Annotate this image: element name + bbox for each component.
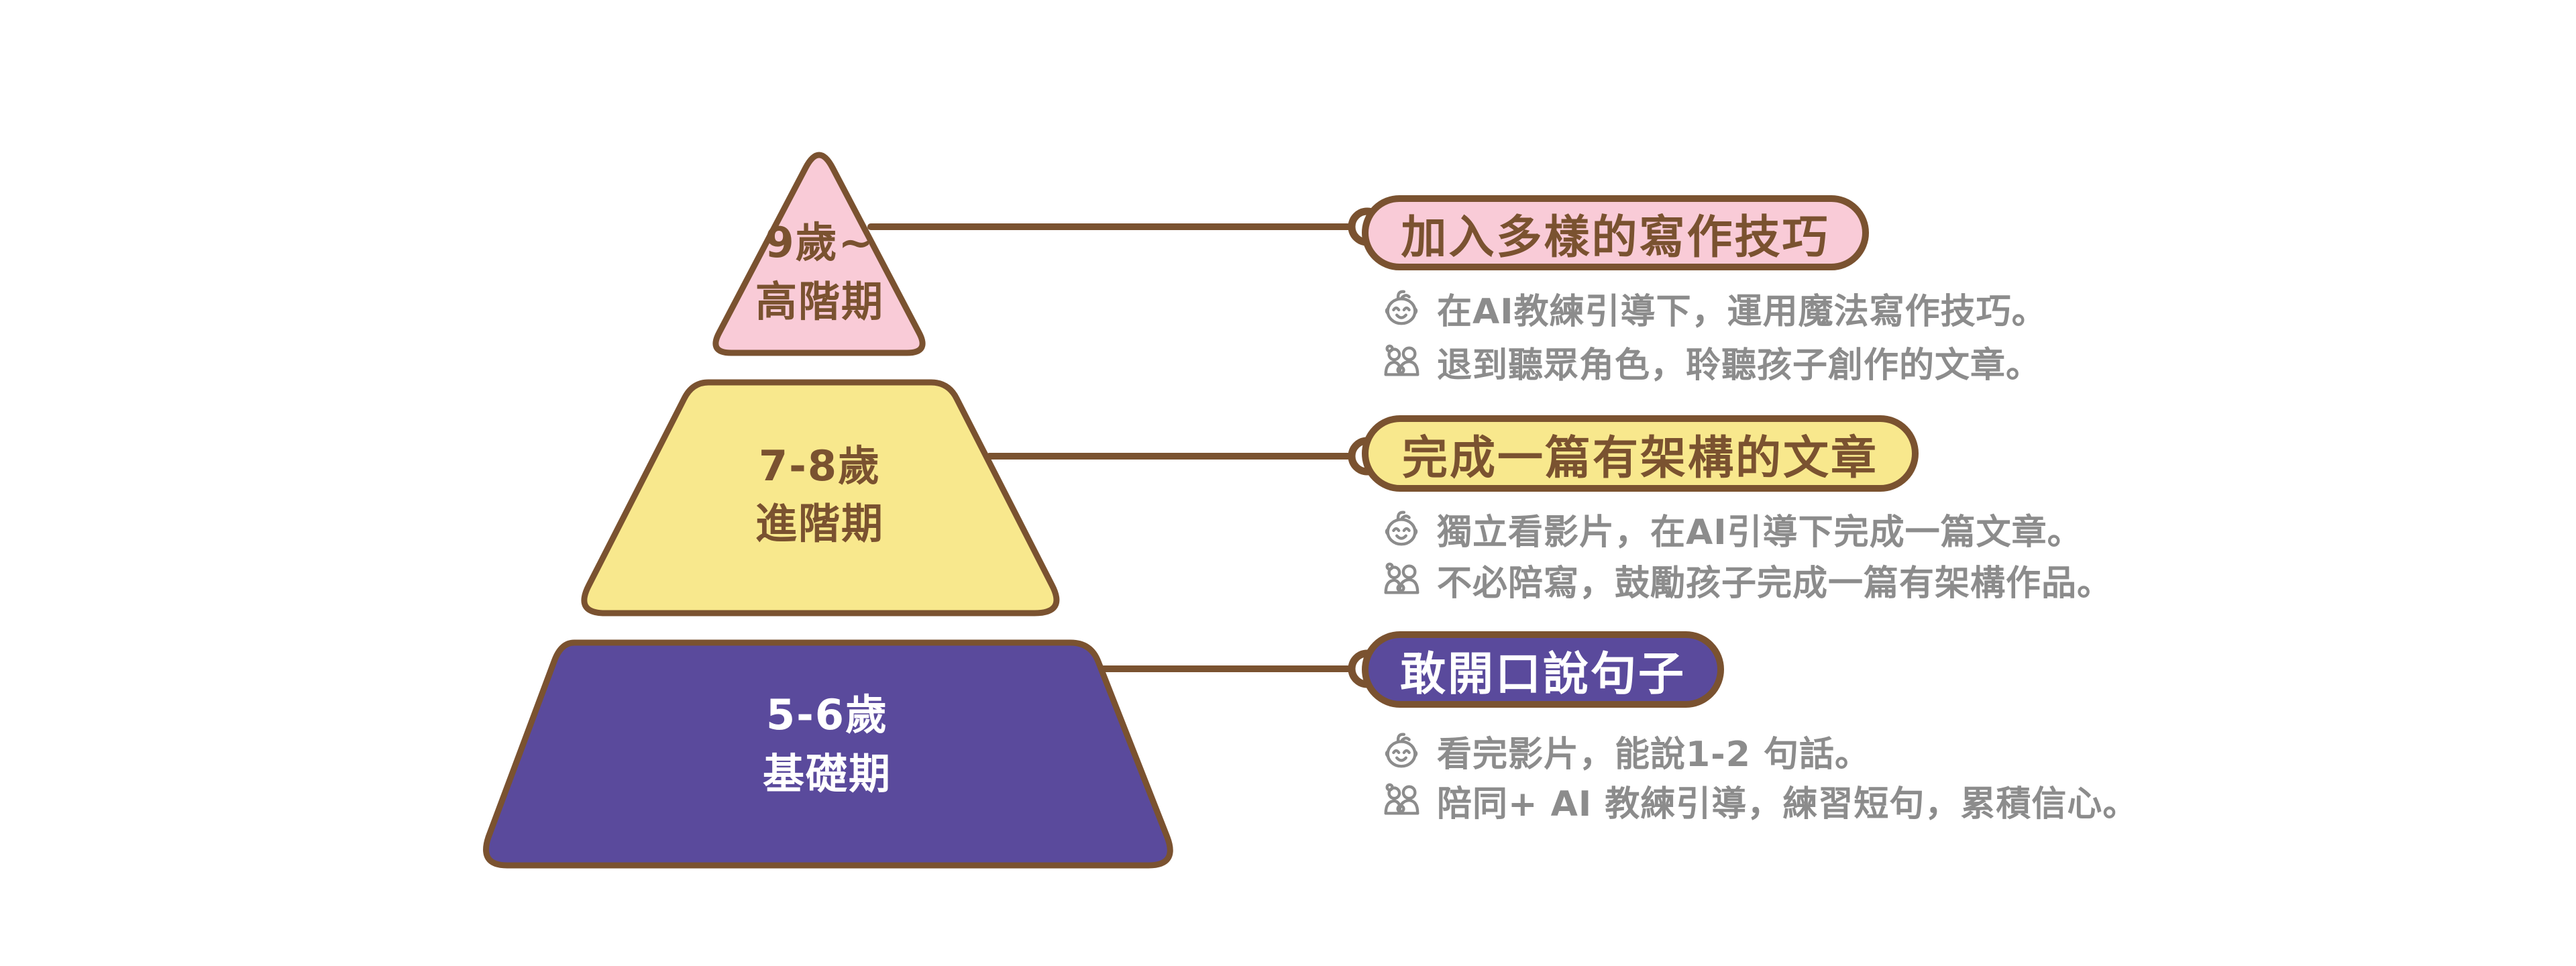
callout-title: 加入多樣的寫作技巧 — [1401, 211, 1830, 264]
child-face-icon — [1381, 287, 1422, 329]
tier-label-foundation: 5-6歲 基礎期 — [693, 686, 961, 804]
tier-age: 5-6歲 — [765, 690, 888, 739]
bullet-row: 獨立看影片，在AI引導下完成一篇文章。 — [1381, 506, 2083, 553]
pyramid-tier-middle-shape — [581, 379, 1060, 616]
tier-stage: 高階期 — [755, 277, 884, 326]
family-icon — [1381, 341, 1422, 382]
child-face-icon — [1381, 508, 1422, 549]
bullet-text: 看完影片，能說1-2 句話。 — [1437, 734, 1871, 775]
bullet-row: 看完影片，能說1-2 句話。 — [1381, 729, 1871, 775]
child-face-icon — [1381, 730, 1422, 771]
bullet-text: 陪同+ AI 教練引導，練習短句，累積信心。 — [1437, 784, 2139, 824]
pyramid-tier-bottom-shape — [483, 639, 1173, 869]
bullet-text: 在AI教練引導下，運用魔法寫作技巧。 — [1437, 291, 2047, 332]
bullet-row: 不必陪寫，鼓勵孩子完成一篇有架構作品。 — [1381, 557, 2113, 604]
callout-title: 敢開口說句子 — [1399, 647, 1686, 701]
callout-pill-writing-skills: 加入多樣的寫作技巧 — [1362, 195, 1869, 270]
bullet-text: 獨立看影片，在AI引導下完成一篇文章。 — [1437, 512, 2083, 553]
callout-title: 完成一篇有架構的文章 — [1401, 431, 1878, 485]
family-icon — [1381, 780, 1422, 821]
pyramid-tier-top-shape — [712, 152, 926, 356]
bullet-row: 陪同+ AI 教練引導，練習短句，累積信心。 — [1381, 778, 2138, 824]
callout-pill-speak-sentences: 敢開口說句子 — [1362, 631, 1724, 708]
family-icon — [1381, 559, 1422, 600]
bullet-row: 在AI教練引導下，運用魔法寫作技巧。 — [1381, 286, 2047, 332]
tier-label-intermediate: 7-8歲 進階期 — [686, 437, 954, 553]
bullet-text: 退到聽眾角色，聆聽孩子創作的文章。 — [1437, 345, 2042, 386]
tier-age: 7-8歲 — [758, 441, 881, 490]
tier-stage: 進階期 — [755, 499, 884, 548]
callout-pill-structured-article: 完成一篇有架構的文章 — [1362, 415, 1919, 492]
bullet-text: 不必陪寫，鼓勵孩子完成一篇有架構作品。 — [1437, 563, 2113, 604]
bullet-row: 退到聽眾角色，聆聽孩子創作的文章。 — [1381, 339, 2042, 386]
tier-label-advanced: 9歲~ 高階期 — [706, 213, 934, 331]
tier-age: 9歲~ — [765, 218, 875, 267]
tier-stage: 基礎期 — [762, 749, 892, 798]
